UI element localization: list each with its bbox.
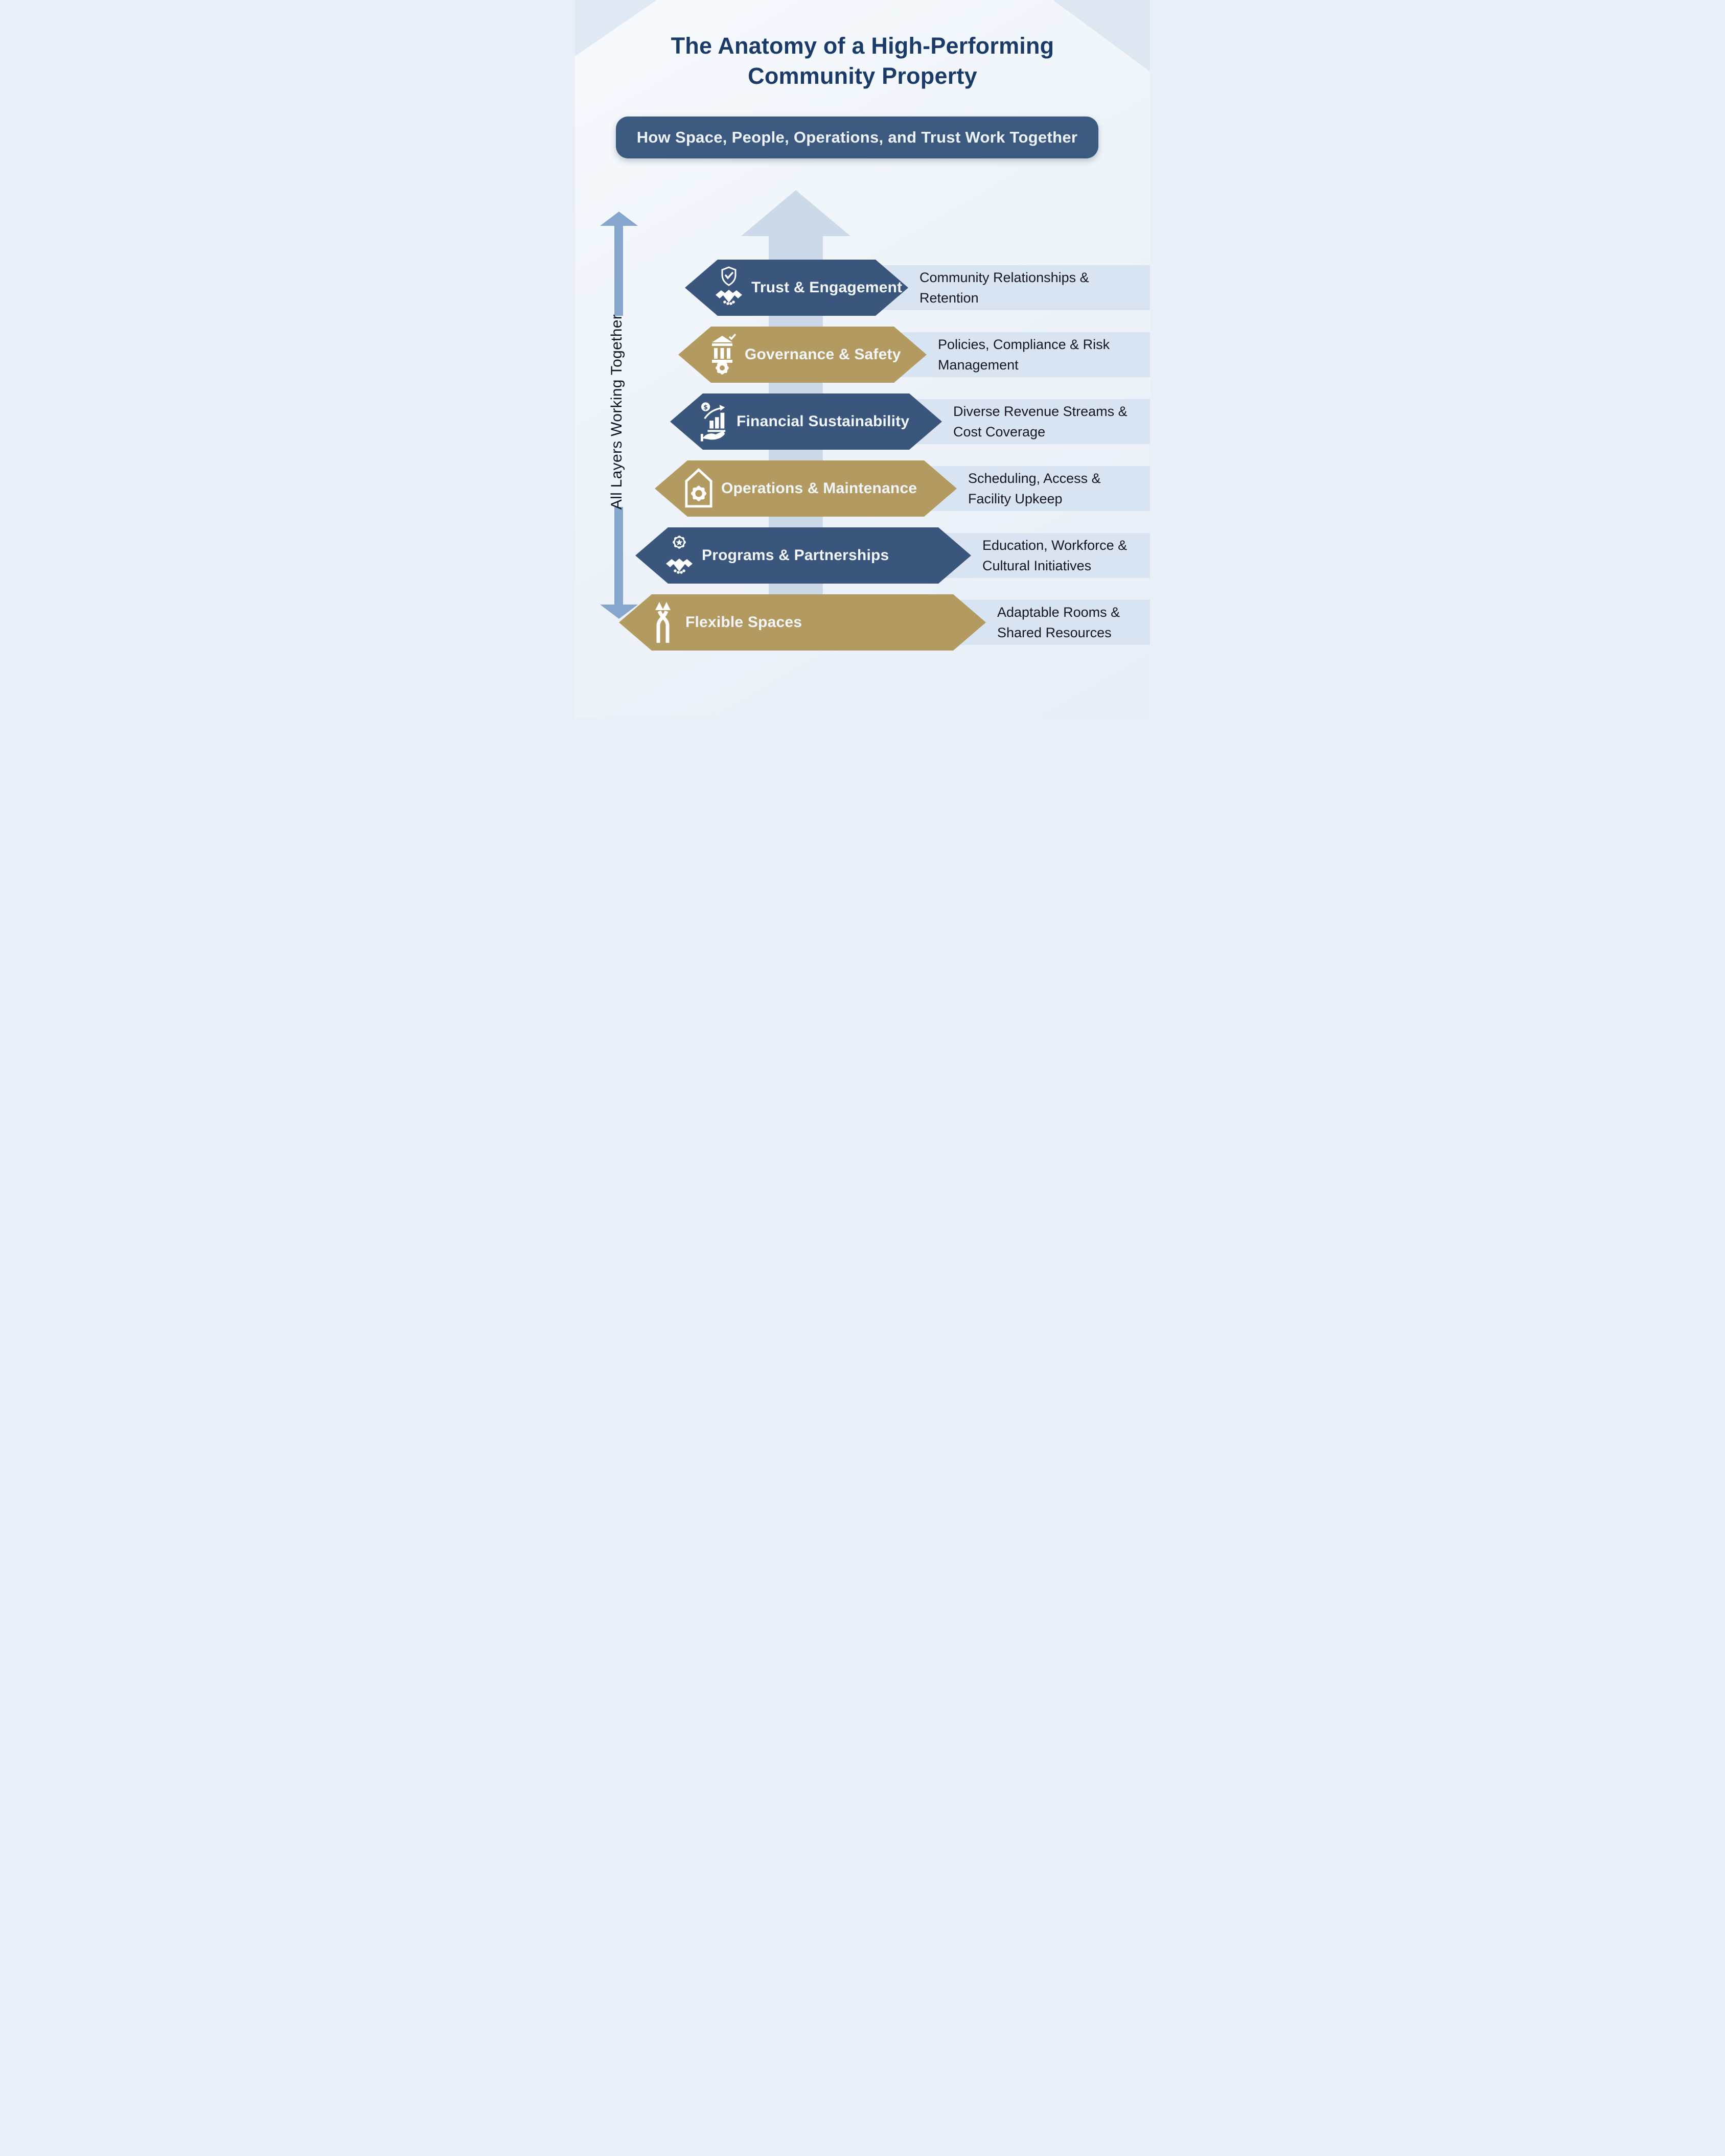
layer-banner-trust-engagement: Trust & Engagement <box>685 260 908 316</box>
layer-description: Adaptable Rooms & Shared Resources <box>997 604 1120 641</box>
house-gear-icon <box>684 467 713 510</box>
layer-label: Governance & Safety <box>745 346 901 363</box>
layer-label: Trust & Engagement <box>751 279 903 296</box>
layer-label: Flexible Spaces <box>685 614 802 631</box>
subtitle-banner: How Space, People, Operations, and Trust… <box>616 117 1098 158</box>
axis-arrow-up-icon <box>600 212 638 226</box>
layer-banner-programs-partnerships: Programs & Partnerships <box>635 527 971 584</box>
growth-chart-dollar-hand-icon: $ <box>700 400 728 443</box>
page-title: The Anatomy of a High-Performing Communi… <box>671 33 1054 89</box>
layer-description: Education, Workforce & Cultural Initiati… <box>982 537 1128 574</box>
layer-description: Diverse Revenue Streams & Cost Coverage <box>953 403 1128 440</box>
layer-label: Financial Sustainability <box>737 413 910 430</box>
layer-banner-operations-maintenance: Operations & Maintenance <box>655 460 957 517</box>
crossed-arrows-icon <box>649 601 677 644</box>
corner-accent-top-right <box>1053 0 1150 72</box>
corner-accent-top-left <box>575 0 657 56</box>
shield-check-handshake-icon <box>715 266 743 309</box>
layer-label: Operations & Maintenance <box>721 480 917 497</box>
upward-arrow-head <box>741 190 850 236</box>
layer-banner-flexible-spaces: Flexible Spaces <box>619 594 986 651</box>
government-building-gear-icon <box>708 333 737 376</box>
layer-description: Community Relationships & Retention <box>919 269 1089 306</box>
layer-description: Scheduling, Access & Facility Upkeep <box>968 470 1101 507</box>
layer-banner-governance-safety: Governance & Safety <box>678 327 927 383</box>
infographic: All Layers Working Together The Anatomy … <box>575 0 1150 718</box>
side-axis-label: All Layers Working Together <box>608 314 625 510</box>
svg-text:$: $ <box>703 403 708 411</box>
layer-banner-financial-sustainability: $ Financial Sustainability <box>670 393 942 450</box>
layer-label: Programs & Partnerships <box>702 547 889 564</box>
layer-description: Policies, Compliance & Risk Management <box>938 336 1110 373</box>
gear-star-handshake-icon <box>665 534 694 577</box>
